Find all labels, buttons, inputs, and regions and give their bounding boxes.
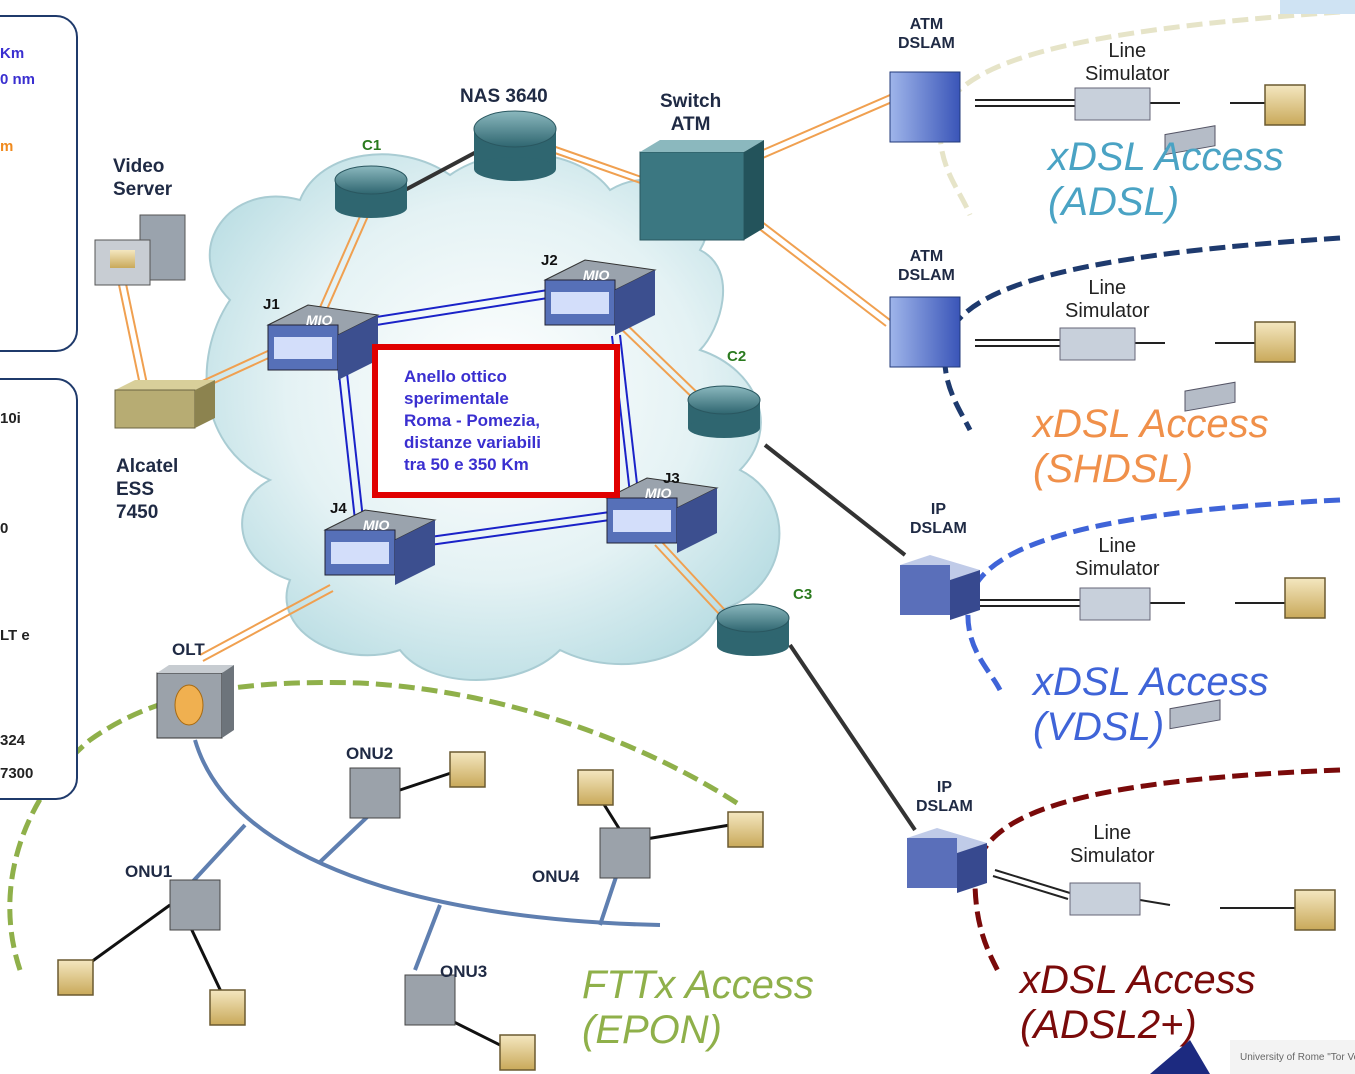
mio-j1: MIO [266,304,380,380]
access-vdsl-line1: xDSL Access [1033,660,1269,704]
router-c2-label: C2 [727,348,747,365]
legend-bottom-line-2: 0 [0,520,9,537]
atm-switch [639,140,764,241]
mio-j2-logo-text: MIO [583,267,610,283]
switch-atm-label: Switch ATM [660,91,722,135]
nas-label: NAS 3640 [460,86,548,107]
router-c1-label: C1 [362,137,382,154]
legend-bottom-line-5: 7300 [0,765,34,782]
junction-j4-label: J4 [330,500,347,517]
router-c2 [687,385,761,438]
router-c3-label: C3 [793,586,813,603]
atm-dslam-2-label: ATM DSLAM [898,248,955,284]
olt-label: OLT [172,640,205,659]
ip-dslam-2-label: IP DSLAM [916,779,973,815]
dsl-customer-lines [975,99,1300,909]
junction-j1-label: J1 [263,296,280,313]
access-adsl2-line1: xDSL Access [1020,958,1256,1002]
ring-note-box: Anello ottico sperimentale Roma - Pomezi… [372,344,620,498]
alcatel-label: Alcatel ESS 7450 [116,456,179,523]
router-c1 [334,165,408,218]
university-caption: University of Rome "Tor Verg [1240,1052,1355,1063]
junction-j2-label: J2 [541,252,558,269]
video-server-label: Video Server [113,156,173,200]
orange-links [117,94,893,662]
mio-j4-logo-text: MIO [363,517,390,533]
access-shdsl-line1: xDSL Access [1033,402,1269,446]
ip-dslam-2-device [907,828,987,893]
onu1-label: ONU1 [125,862,173,881]
legend-bottom-line-1: 10i [0,410,21,427]
mio-j4: MIO [323,509,437,585]
access-curves [7,9,1341,977]
legend-bottom-line-3: LT e [0,627,30,644]
legend-bottom-line-4: 324 [0,732,26,749]
line-simulators [1059,87,1151,916]
access-adsl-line2: (ADSL) [1048,180,1180,224]
line-simulator-label-4: Line Simulator [1070,822,1155,867]
legend-box-bottom [0,378,78,800]
access-epon-line1: FTTx Access [582,963,814,1007]
onu3-label: ONU3 [440,962,488,981]
legend-box-top [0,15,78,352]
gray-links [404,148,917,832]
ip-dslam-1-label: IP DSLAM [910,501,967,537]
router-c3 [716,603,790,656]
onu2-label: ONU2 [346,744,394,763]
onu-devices [169,767,651,1026]
mio-j2: MIO [543,259,657,335]
mio-j3-logo-text: MIO [645,485,672,501]
line-simulator-label-1: Line Simulator [1085,40,1170,85]
legend-top-line-3: m [0,138,14,155]
onu4-label: ONU4 [532,867,580,886]
mio-j1-logo-text: MIO [306,312,333,328]
legend-top-line-2: 0 nm [0,71,36,88]
ip-dslam-1-device [900,555,980,620]
access-vdsl-line2: (VDSL) [1033,705,1165,749]
end-user-pcs [57,84,1336,1071]
access-shdsl-line2: (SHDSL) [1033,447,1194,491]
optical-ring [337,289,641,546]
atm-dslam-1-device [889,71,961,143]
university-logo [1150,1040,1210,1074]
junction-j3-label: J3 [663,470,680,487]
access-epon-line2: (EPON) [582,1008,722,1052]
line-simulator-label-3: Line Simulator [1075,535,1160,580]
ring-note-text: Anello ottico sperimentale Roma - Pomezi… [404,367,541,474]
nas-router [473,110,557,181]
mio-j3: MIO [605,477,719,553]
olt-device [156,665,234,739]
legend-top-line-1: Km [0,45,25,62]
video-server [94,214,186,286]
dsl-modems [1164,125,1236,730]
atm-dslam-2-device [889,296,961,368]
access-adsl2-line2: (ADSL2+) [1020,1003,1197,1047]
access-adsl-line1: xDSL Access [1048,135,1284,179]
atm-dslam-1-label: ATM DSLAM [898,16,955,52]
alcatel-switch [114,380,215,429]
line-simulator-label-2: Line Simulator [1065,277,1150,322]
